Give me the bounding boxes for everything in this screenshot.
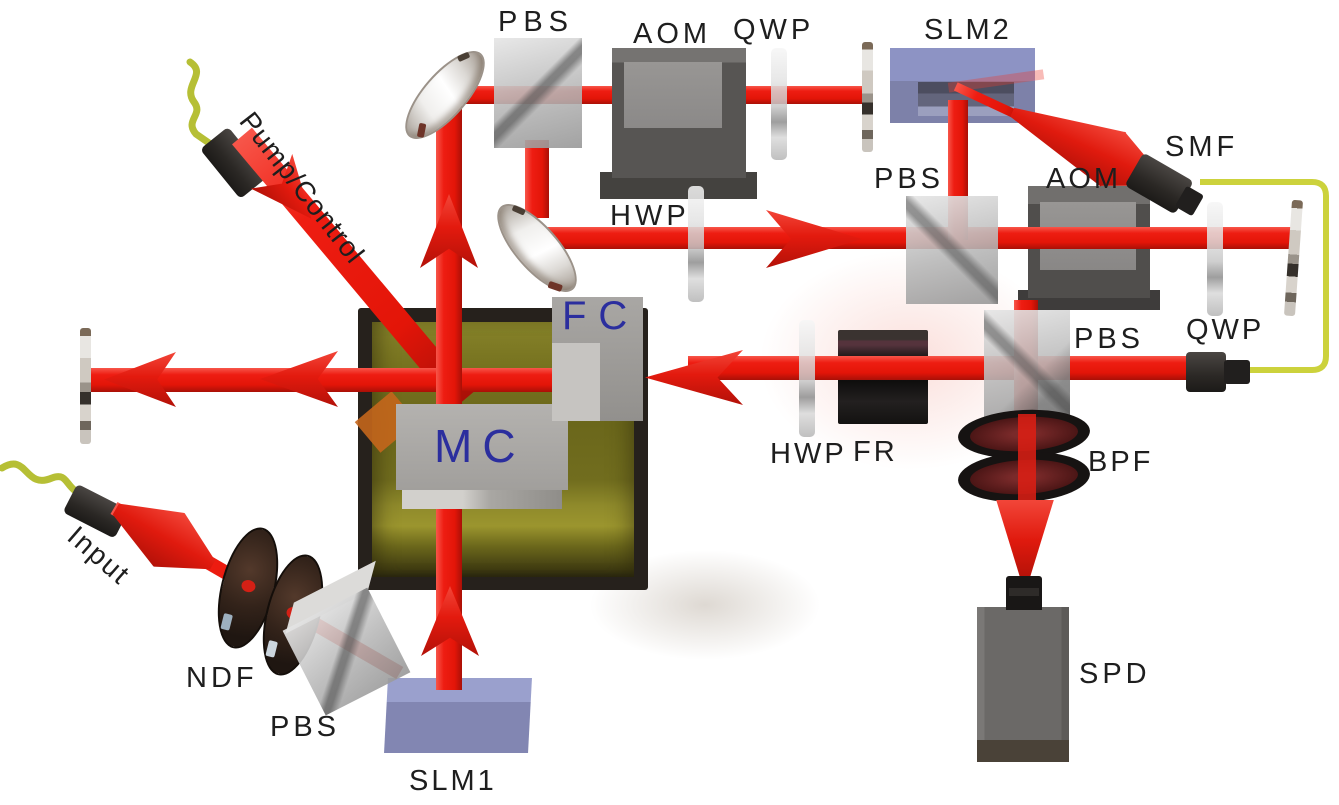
end-mirror-left: [80, 328, 91, 444]
label-mc: MC: [434, 420, 526, 472]
mc-bevel: [402, 486, 562, 509]
label-pbs-mid: PBS: [874, 163, 945, 195]
label-hwp-low: HWP: [770, 438, 847, 470]
label-fc: FC: [562, 294, 640, 338]
qwp-plate-top: [771, 48, 787, 160]
label-qwp-top: QWP: [733, 14, 815, 46]
label-qwp-mid: QWP: [1186, 314, 1265, 346]
disc-glint: [220, 612, 233, 631]
label-bpf: BPF: [1088, 446, 1154, 478]
label-aom-top: AOM: [633, 18, 712, 50]
fc-block: [552, 297, 643, 421]
label-ndf: NDF: [186, 662, 258, 694]
detection-row-beam: [688, 356, 1188, 380]
label-spd: SPD: [1079, 658, 1151, 690]
spd-nozzle: [1006, 576, 1042, 610]
pbs-cube-low: [984, 310, 1070, 424]
pbs-cube-top: [494, 38, 582, 148]
spd-nozzle-band: [1009, 588, 1039, 596]
bpf-through-beam: [1018, 414, 1036, 502]
aom1-face: [624, 62, 722, 128]
fc-block-face: [552, 343, 600, 421]
hwp-plate-low: [799, 320, 815, 437]
detection-fiber-coupler: [1186, 352, 1226, 392]
beam-spot: [240, 578, 257, 594]
smf-fiber: [1200, 179, 1329, 373]
label-fr: FR: [853, 436, 898, 468]
pbs-cube-mid: [906, 196, 998, 304]
pbs-to-mirror-beam: [525, 140, 549, 218]
label-pbs-low: PBS: [1074, 323, 1145, 355]
label-slm1: SLM1: [409, 765, 497, 797]
pump-fiber: [186, 58, 226, 156]
detection-coupler-plug: [1224, 360, 1250, 384]
mc-block: [396, 404, 568, 490]
label-pbs-bottom: PBS: [270, 711, 341, 743]
qwp-plate-mid: [1207, 202, 1223, 316]
label-aom-mid: AOM: [1046, 163, 1122, 195]
input-fiber: [0, 460, 92, 500]
label-slm2: SLM2: [924, 14, 1012, 46]
label-hwp-mid: HWP: [610, 200, 690, 232]
end-mirror-top: [862, 42, 873, 152]
label-pbs-top: PBS: [498, 6, 575, 38]
hwp-plate-mid: [688, 186, 704, 302]
label-smf: SMF: [1165, 131, 1239, 163]
disc-glint: [265, 639, 278, 658]
spd-detector: [977, 607, 1069, 762]
spd-base-band: [977, 740, 1069, 762]
mirror-rim-mark: [416, 122, 427, 138]
